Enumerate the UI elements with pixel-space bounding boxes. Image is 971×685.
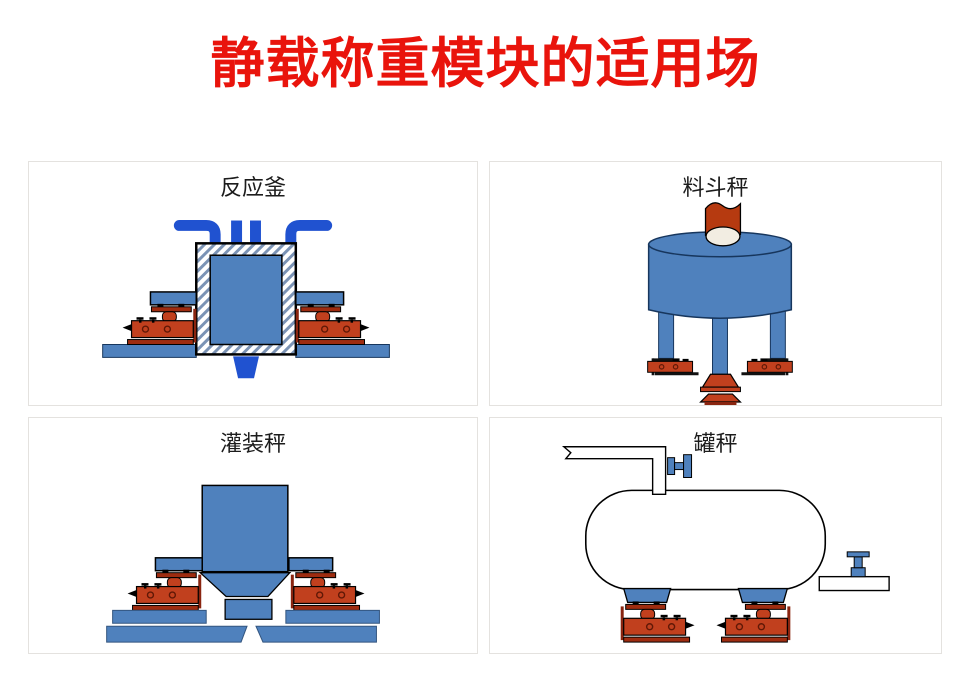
feed-pipe <box>704 202 742 247</box>
hopper-scale-diagram <box>647 202 793 405</box>
filling-scale-diagram <box>106 484 380 643</box>
tank-body <box>584 489 827 591</box>
left-weigh-module <box>620 600 696 643</box>
panel-label-hopper-scale: 料斗秤 <box>682 175 749 200</box>
hopper-spout <box>224 598 273 620</box>
right-weigh-module <box>715 600 792 643</box>
right-weigh-module <box>295 303 371 346</box>
left-bracket <box>154 557 203 572</box>
right-base-plate <box>295 344 390 358</box>
panel-tank-scale: 罐秤 <box>489 417 942 654</box>
right-base-plate <box>285 609 380 624</box>
kettle-vessel <box>195 242 298 379</box>
left-foot <box>622 587 672 604</box>
right-bracket <box>288 557 334 572</box>
floor-plates <box>106 625 377 643</box>
right-foot-module <box>741 358 793 376</box>
panel-filling-scale: 灌装秤 <box>28 417 478 654</box>
left-weigh-module <box>121 303 197 346</box>
center-mount <box>699 373 742 405</box>
pipe-opening <box>705 226 741 247</box>
panel-hopper-scale: 料斗秤 <box>489 161 942 406</box>
inlet-valve <box>667 454 693 478</box>
left-base-plate <box>102 344 197 358</box>
outlet-pipe <box>818 575 890 592</box>
panel-label-tank-scale: 罐秤 <box>693 431 738 456</box>
right-weigh-module <box>290 569 366 612</box>
reaction-kettle-diagram <box>102 220 390 379</box>
left-foot-module <box>647 358 699 376</box>
left-bracket <box>149 291 197 306</box>
panel-label-filling-scale: 灌装秤 <box>219 431 286 456</box>
outlet-valve <box>846 551 870 578</box>
left-base-plate <box>112 609 207 624</box>
tank-scale-diagram <box>561 446 890 643</box>
inlet-pipe <box>561 446 667 496</box>
panel-label-reaction-kettle: 反应釜 <box>219 175 286 200</box>
inlet-pipes <box>173 220 333 251</box>
page-title: 静载称重模块的适用场 <box>210 33 761 94</box>
panel-reaction-kettle: 反应釜 <box>28 161 478 406</box>
right-bracket <box>295 291 345 306</box>
filling-hopper <box>198 484 292 620</box>
left-weigh-module <box>126 569 202 612</box>
right-foot <box>737 587 789 604</box>
